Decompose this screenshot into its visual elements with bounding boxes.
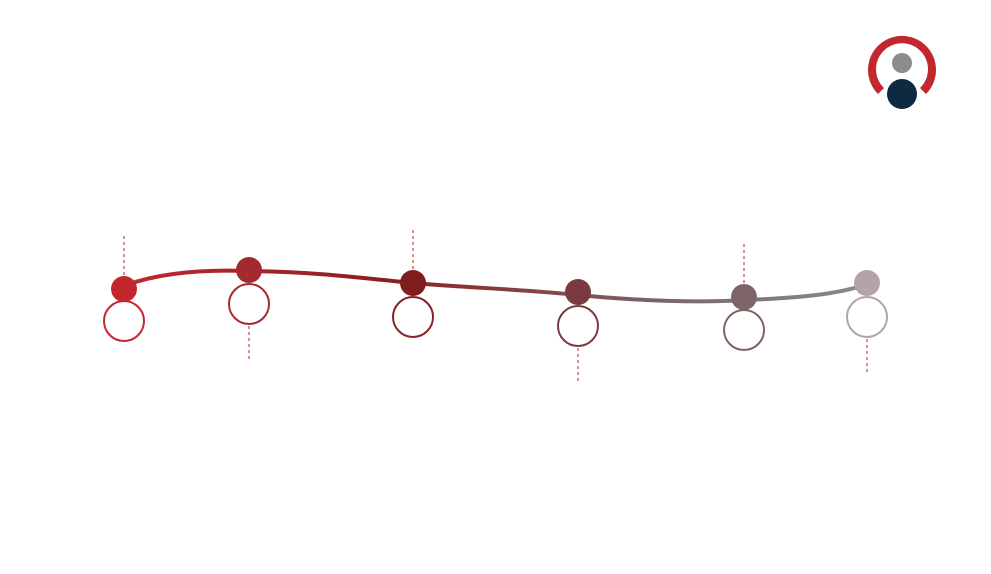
logo-icon <box>868 35 936 109</box>
logo-head <box>892 53 912 73</box>
timeline-dot <box>236 257 262 283</box>
timeline-ring <box>557 305 599 347</box>
timeline-ring <box>846 296 888 338</box>
timeline-stop-3 <box>392 229 434 338</box>
timeline-ring <box>228 283 270 325</box>
timeline-dot <box>400 270 426 296</box>
timeline-dot <box>565 279 591 305</box>
timeline-dot <box>854 270 880 296</box>
logo-body <box>887 79 917 109</box>
timeline-dot <box>111 276 137 302</box>
timeline-ring <box>103 300 145 342</box>
timeline-stop-1 <box>103 235 145 342</box>
timeline-stop-2 <box>228 257 270 360</box>
timeline-stop-6 <box>846 270 888 373</box>
timeline-ring <box>723 309 765 351</box>
timeline-dot <box>731 284 757 310</box>
timeline-ring <box>392 296 434 338</box>
timeline-stop-5 <box>723 243 765 351</box>
logo-ring <box>868 35 936 94</box>
timeline-stop-4 <box>557 279 599 382</box>
